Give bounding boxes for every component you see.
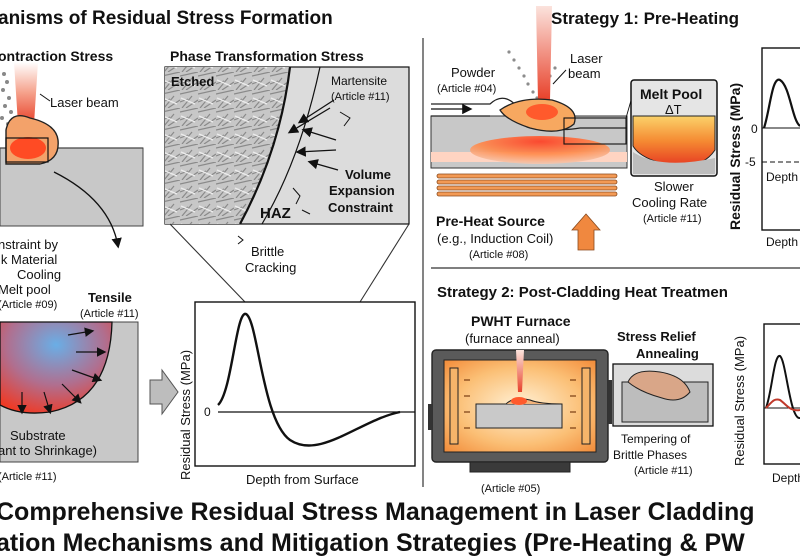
preheat-source-label: Pre-Heat Source: [436, 213, 545, 229]
svg-text:(Article #11): (Article #11): [643, 213, 701, 225]
strategy2-title: Strategy 2: Post-Cladding Heat Treatmen: [437, 284, 728, 301]
svg-text:Brittle Phases: Brittle Phases: [613, 448, 687, 462]
preheat-ref: (Article #08): [469, 249, 528, 261]
thermal-contraction-subtitle: ontraction Stress: [0, 48, 113, 64]
left-plot-ylabel: Residual Stress (MPa): [178, 350, 193, 480]
svg-text:(Article #11): (Article #11): [634, 465, 692, 477]
phase-transformation-subtitle: Phase Transformation Stress: [170, 48, 364, 64]
s2-plot-depth: Depth: [772, 471, 800, 485]
left-plot-zero: 0: [204, 405, 211, 419]
etched-label: Etched: [171, 74, 214, 89]
s1-plot-tick0: 0: [751, 122, 758, 136]
preheat-example: (e.g., Induction Coil): [437, 231, 553, 246]
left-plot-xlabel: Depth from Surface: [246, 472, 359, 487]
left-stress-plot: [194, 301, 416, 467]
martensite-ref: (Article #11): [331, 91, 389, 103]
left-plot-curve: [217, 312, 401, 447]
preheat-illustration: [430, 6, 635, 251]
svg-text:Tempering of: Tempering of: [621, 432, 691, 446]
tensile-ref: (Article #11): [80, 308, 138, 320]
thermal-contraction-illustration: [0, 62, 144, 227]
s1-plot-curve: [762, 78, 800, 129]
brittle-cracking-text: Brittle Cracking: [237, 235, 296, 275]
svg-text:nstraint by: nstraint by: [0, 237, 58, 252]
s2-stress-plot: [763, 323, 800, 465]
substrate-text: Substrate ant to Shrinkage): [0, 428, 97, 458]
zoom-connector: [169, 223, 410, 303]
s1-plot-ylabel: Residual Stress (MPa): [727, 83, 743, 230]
footer-line-1: Comprehensive Residual Stress Management…: [0, 498, 755, 526]
powder-label: Powder: [451, 65, 496, 80]
mechanisms-title: anisms of Residual Stress Formation: [0, 8, 333, 29]
relief-label-1: Stress Relief: [617, 329, 696, 344]
phase-transformation-illustration: [164, 66, 410, 225]
furnace-subtitle: (furnace anneal): [465, 331, 560, 346]
svg-text:Substrate: Substrate: [10, 428, 66, 443]
thermal-bottom-ref: (Article #11): [0, 471, 56, 483]
footer-line-2: ation Mechanisms and Mitigation Strategi…: [0, 529, 745, 557]
svg-text:Brittle: Brittle: [251, 244, 284, 259]
s2-plot-curve-after: [765, 398, 800, 412]
melt-pool-cross-section: [0, 321, 139, 463]
s1-plot-depth-inner: Depth: [766, 170, 798, 184]
delta-t-label: ΔT: [665, 102, 682, 117]
relief-label-2: Annealing: [636, 346, 699, 361]
haz-label: HAZ: [260, 205, 291, 222]
s1-plot-depth-below: Depth: [766, 235, 798, 249]
meltpool-title: Melt Pool: [640, 86, 702, 102]
s1-laser-leader: [552, 69, 567, 85]
s1-stress-plot: [761, 47, 800, 231]
constraint-text: nstraint by lk Material Cooling Melt poo…: [0, 237, 61, 311]
strategy1-title: Strategy 1: Pre-Heating: [551, 9, 739, 28]
svg-text:Constraint: Constraint: [328, 200, 394, 215]
slower-cooling-text: Slower Cooling Rate (Article #11): [632, 179, 707, 225]
s1-laser-label-2: beam: [568, 66, 601, 81]
svg-text:ant to Shrinkage): ant to Shrinkage): [0, 443, 97, 458]
svg-text:Cracking: Cracking: [245, 260, 296, 275]
tempering-text: Tempering of Brittle Phases (Article #11…: [613, 432, 692, 477]
tensile-label: Tensile: [88, 290, 132, 305]
svg-text:Cooling: Cooling: [17, 267, 61, 282]
powder-ref: (Article #04): [437, 83, 496, 95]
flow-arrow: [149, 368, 179, 416]
s2-plot-curve-before: [765, 354, 800, 419]
furnace-illustration: [428, 349, 612, 473]
svg-text:Volume: Volume: [345, 167, 391, 182]
stress-relief-inset: [612, 363, 714, 427]
s2-plot-ylabel: Residual Stress (MPa): [732, 336, 747, 466]
svg-text:Cooling Rate: Cooling Rate: [632, 195, 707, 210]
volume-expansion-text: Volume Expansion Constraint: [328, 167, 395, 215]
meltpool-inset: [630, 79, 718, 177]
svg-text:lk Material: lk Material: [0, 252, 57, 267]
s1-plot-tickneg: -5: [745, 155, 756, 169]
s1-laser-label-1: Laser: [570, 51, 603, 66]
laser-beam-label: Laser beam: [50, 95, 119, 110]
furnace-ref: (Article #05): [481, 483, 540, 495]
svg-text:(Article #09): (Article #09): [0, 299, 57, 311]
svg-text:Expansion: Expansion: [329, 183, 395, 198]
martensite-label: Martensite: [331, 74, 387, 88]
svg-text:Slower: Slower: [654, 179, 694, 194]
zoom-arrow: [53, 171, 122, 249]
furnace-title: PWHT Furnace: [471, 313, 571, 329]
svg-text:Melt pool: Melt pool: [0, 282, 51, 297]
